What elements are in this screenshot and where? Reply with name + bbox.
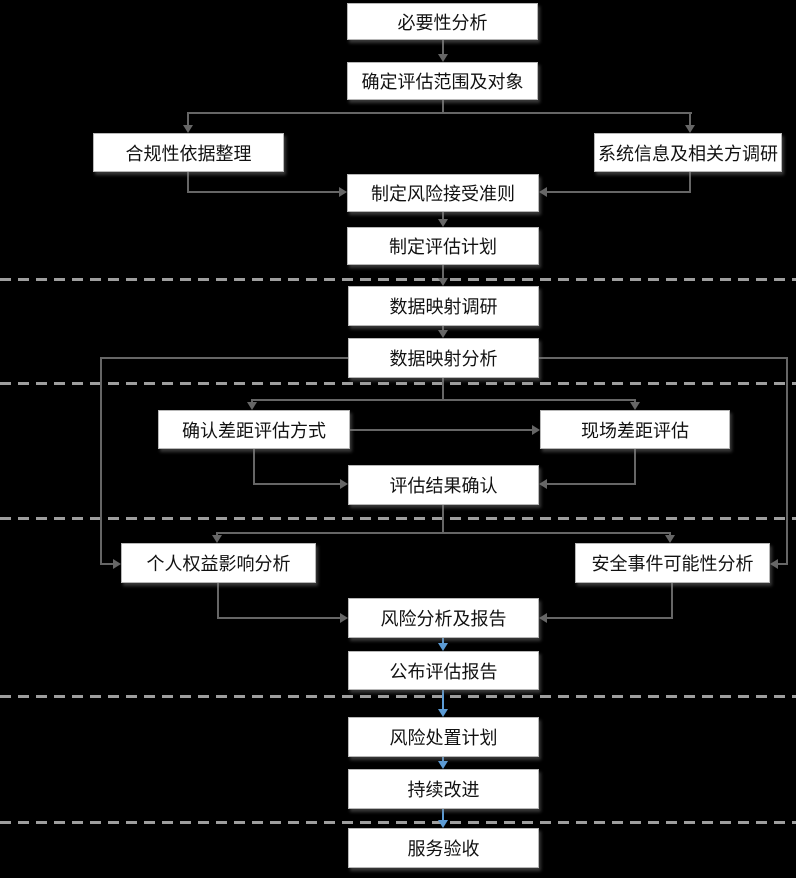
connector-line xyxy=(634,399,636,403)
connector-arrowhead xyxy=(438,54,448,62)
connector-line xyxy=(187,112,692,114)
connector-arrowhead xyxy=(340,479,348,489)
connector-arrowhead xyxy=(438,761,448,769)
connector-arrowhead xyxy=(685,125,695,133)
connector-line xyxy=(689,172,691,193)
connector-line xyxy=(442,505,444,534)
connector-line xyxy=(442,690,444,710)
connector-line xyxy=(442,809,444,821)
connector-arrowhead xyxy=(539,187,547,197)
connector-line xyxy=(187,112,189,126)
connector-arrowhead xyxy=(247,402,257,410)
phase-divider xyxy=(0,695,796,698)
connector-line xyxy=(251,399,253,403)
phase-divider xyxy=(0,278,796,281)
node-result-confirmation: 评估结果确认 xyxy=(348,465,539,505)
connector-arrowhead xyxy=(438,820,448,828)
connector-line xyxy=(253,483,341,485)
connector-line xyxy=(216,532,671,534)
node-system-info-survey: 系统信息及相关方调研 xyxy=(594,133,782,172)
connector-arrowhead xyxy=(438,330,448,338)
node-data-mapping-analysis: 数据映射分析 xyxy=(348,338,539,378)
node-assessment-plan: 制定评估计划 xyxy=(347,227,539,265)
connector-line xyxy=(251,399,636,401)
connector-line xyxy=(442,326,444,331)
node-personal-rights-impact: 个人权益影响分析 xyxy=(121,543,316,583)
connector-line xyxy=(100,563,114,565)
connector-line xyxy=(216,532,218,536)
connector-line xyxy=(100,357,102,565)
connector-line xyxy=(217,617,341,619)
connector-line xyxy=(442,638,444,644)
connector-line xyxy=(786,357,788,565)
connector-line xyxy=(442,100,444,114)
node-data-mapping-survey: 数据映射调研 xyxy=(348,286,539,326)
connector-arrowhead xyxy=(339,187,347,197)
connector-line xyxy=(547,483,635,485)
connector-arrowhead xyxy=(212,535,222,543)
node-determine-scope: 确定评估范围及对象 xyxy=(347,62,538,100)
connector-line xyxy=(442,40,444,55)
connector-arrowhead xyxy=(438,278,448,286)
node-security-incident-likelihood: 安全事件可能性分析 xyxy=(575,543,770,583)
phase-divider xyxy=(0,517,796,520)
phase-divider xyxy=(0,382,796,385)
connector-line xyxy=(350,429,533,431)
node-continuous-improvement: 持续改进 xyxy=(348,769,539,809)
connector-line xyxy=(187,191,339,193)
connector-arrowhead xyxy=(539,613,547,623)
connector-line xyxy=(671,583,673,619)
connector-arrowhead xyxy=(113,559,121,569)
connector-arrowhead xyxy=(438,643,448,651)
connector-line xyxy=(442,212,444,220)
connector-arrowhead xyxy=(340,613,348,623)
connector-line xyxy=(634,449,636,485)
connector-line xyxy=(442,378,444,400)
connector-arrowhead xyxy=(770,559,778,569)
connector-line xyxy=(187,172,189,193)
connector-line xyxy=(669,532,671,536)
connector-arrowhead xyxy=(630,402,640,410)
phase-divider xyxy=(0,821,796,824)
connector-arrowhead xyxy=(183,125,193,133)
connector-arrowhead xyxy=(665,535,675,543)
connector-arrowhead xyxy=(532,425,540,435)
node-risk-acceptance-criteria: 制定风险接受准则 xyxy=(347,174,539,212)
node-service-acceptance: 服务验收 xyxy=(348,828,539,868)
connector-line xyxy=(442,265,444,279)
node-publish-report: 公布评估报告 xyxy=(348,651,539,690)
node-compliance-basis: 合规性依据整理 xyxy=(93,133,284,172)
connector-arrowhead xyxy=(539,479,547,489)
connector-line xyxy=(689,112,691,126)
connector-line xyxy=(547,191,689,193)
connector-line xyxy=(217,583,219,619)
connector-line xyxy=(547,617,673,619)
node-onsite-gap-assessment: 现场差距评估 xyxy=(540,410,730,449)
node-risk-analysis-report: 风险分析及报告 xyxy=(348,598,539,638)
connector-line xyxy=(442,757,444,762)
connector-arrowhead xyxy=(438,219,448,227)
connector-line xyxy=(253,449,255,485)
connector-arrowhead xyxy=(438,709,448,717)
node-risk-treatment-plan: 风险处置计划 xyxy=(348,717,539,757)
connector-line xyxy=(778,563,788,565)
connector-line xyxy=(539,357,788,359)
connector-line xyxy=(101,357,349,359)
node-necessity-analysis: 必要性分析 xyxy=(347,3,538,40)
node-gap-assessment-method: 确认差距评估方式 xyxy=(158,410,350,449)
